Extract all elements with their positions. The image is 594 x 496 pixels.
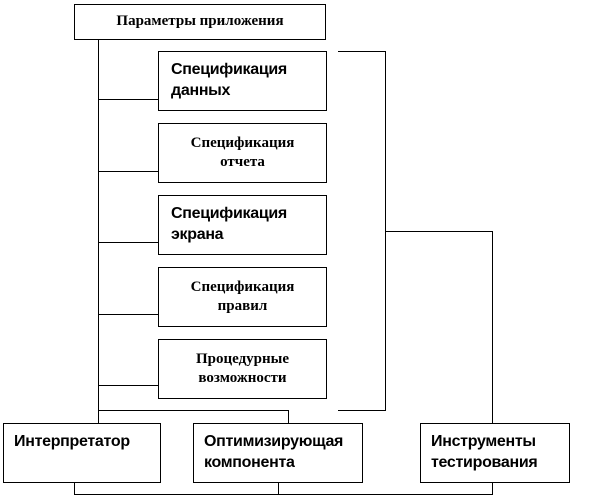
bottom-mid-stub <box>278 482 279 495</box>
procedures-line1: Процедурные <box>195 350 290 367</box>
optimizer-line1: Оптимизирующая <box>204 433 344 450</box>
connector-spec-screen <box>98 242 158 243</box>
spec-data-box: Спецификация данных <box>158 51 327 111</box>
connector-to-optimizer <box>98 410 288 411</box>
bottom-left-stub <box>74 482 75 495</box>
spec-rules-line1: Спецификация <box>190 278 295 295</box>
spec-rules-box: Спецификация правил <box>158 267 327 327</box>
connector-spec-data <box>98 99 158 100</box>
connector-to-testing <box>385 231 493 232</box>
spec-report-line2: отчета <box>220 154 265 170</box>
app-parameters-label: Параметры приложения <box>116 13 284 30</box>
spec-report-box: Спецификация отчета <box>158 123 327 183</box>
procedures-box: Процедурные возможности <box>158 339 327 399</box>
spec-rules-line2: правил <box>217 298 268 314</box>
optimizer-line2: компонента <box>204 453 295 471</box>
spec-data-line2: данных <box>171 82 231 99</box>
connector-spec-rules <box>98 314 158 315</box>
bracket-top <box>338 51 386 52</box>
connector-testing-drop <box>492 231 493 423</box>
connector-optimizer-drop <box>288 410 289 423</box>
bottom-right-stub <box>492 482 493 495</box>
bottom-bus <box>74 494 493 495</box>
app-parameters-box: Параметры приложения <box>74 4 326 40</box>
bracket-bottom <box>338 410 386 411</box>
spec-screen-box: Спецификация экрана <box>158 195 327 255</box>
interpreter-box: Интерпретатор <box>3 423 161 483</box>
spec-data-line1: Спецификация <box>171 61 287 79</box>
testing-tools-box: Инструменты тестирования <box>420 423 570 483</box>
spec-screen-line2: экрана <box>171 226 224 243</box>
main-vertical-connector <box>98 39 99 424</box>
interpreter-label: Интерпретатор <box>14 433 130 450</box>
procedures-line2: возможности <box>198 370 287 386</box>
optimizer-box: Оптимизирующая компонента <box>193 423 363 483</box>
spec-report-line1: Спецификация <box>190 134 295 151</box>
testing-tools-line2: тестирования <box>431 453 538 471</box>
spec-screen-line1: Спецификация <box>171 205 287 223</box>
testing-tools-line1: Инструменты <box>431 433 536 450</box>
connector-spec-report <box>98 171 158 172</box>
connector-procedures <box>98 385 158 386</box>
